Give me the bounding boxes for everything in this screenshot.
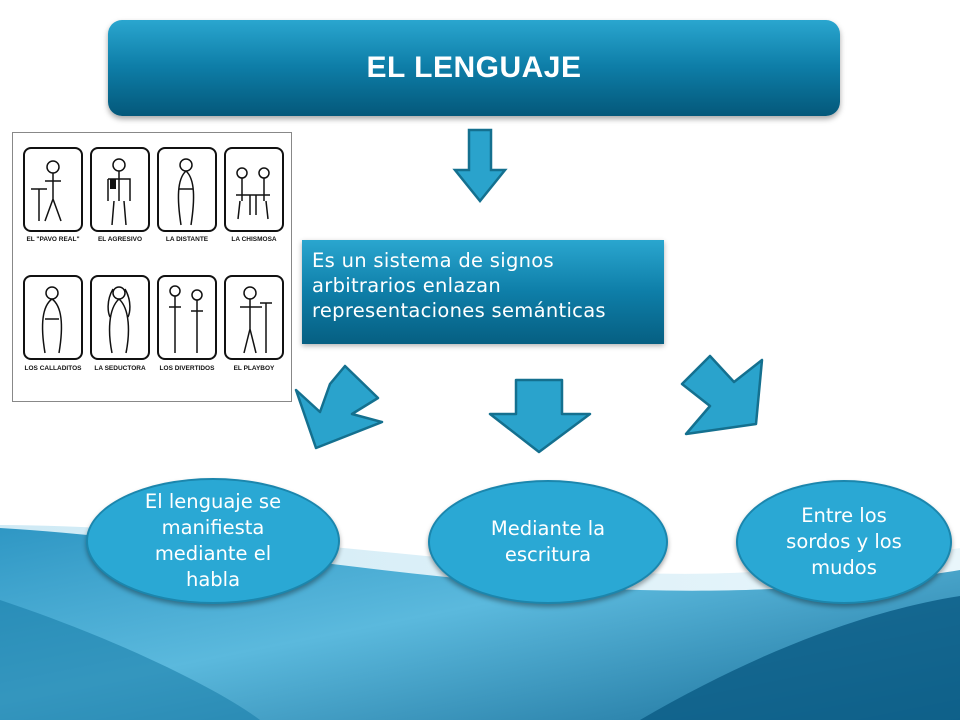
caption: LA DISTANTE (165, 236, 209, 243)
person-illustration (90, 275, 150, 360)
oval-habla: El lenguaje se manifiesta mediante el ha… (86, 478, 340, 604)
person-illustration (23, 275, 83, 360)
person-illustration (224, 275, 284, 360)
caption: LA CHISMOSA (231, 236, 277, 243)
person-illustration (157, 147, 217, 232)
definition-box: Es un sistema de signos arbitrarios enla… (302, 240, 664, 344)
title-text: EL LENGUAJE (366, 51, 582, 84)
title-banner: EL LENGUAJE (108, 20, 840, 116)
down-arrow-icon (488, 378, 592, 454)
caption: LA SEDUCTORA (94, 365, 146, 372)
down-arrow-icon (452, 128, 508, 203)
arrow-down-right-icon (680, 354, 764, 436)
oval-sordos-mudos: Entre los sordos y los mudos (736, 480, 952, 604)
caption: EL PLAYBOY (233, 365, 275, 372)
caption: LOS DIVERTIDOS (159, 365, 215, 372)
oval-escritura-text: Mediante la escritura (490, 517, 606, 566)
person-illustration (90, 147, 150, 232)
caption: EL AGRESIVO (97, 236, 143, 243)
oval-escritura: Mediante la escritura (428, 480, 668, 604)
arrow-down-left-icon (294, 364, 384, 450)
caption: EL "PAVO REAL" (26, 236, 80, 243)
person-illustration (224, 147, 284, 232)
illustration-panel: EL "PAVO REAL" EL AGRESIVO LA DISTANTE L… (12, 132, 292, 402)
oval-habla-text: El lenguaje se manifiesta mediante el ha… (144, 490, 282, 591)
oval-sordos-mudos-text: Entre los sordos y los mudos (786, 504, 902, 579)
person-illustration (23, 147, 83, 232)
caption: LOS CALLADITOS (24, 365, 82, 372)
person-illustration (157, 275, 217, 360)
